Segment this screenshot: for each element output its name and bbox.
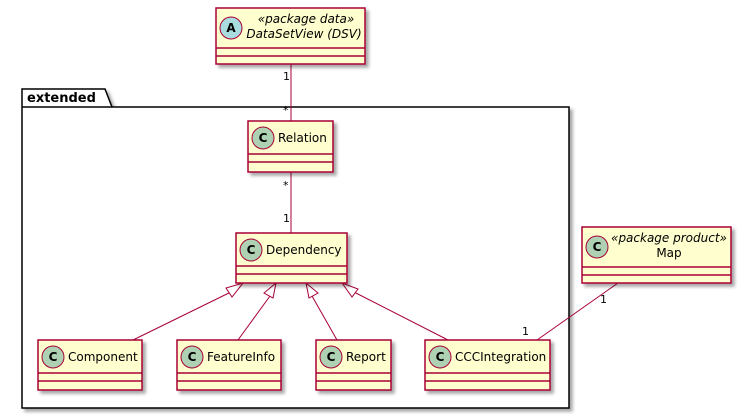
class-stereotype: «package data» xyxy=(258,12,355,26)
svg-text:A: A xyxy=(226,21,236,35)
svg-text:C: C xyxy=(327,350,336,364)
svg-text:C: C xyxy=(259,131,268,145)
generalization-cccintegration xyxy=(340,281,449,341)
class-featureinfo[interactable]: C FeatureInfo xyxy=(176,339,282,391)
association-dsv-relation: 1 * xyxy=(283,64,292,121)
svg-text:C: C xyxy=(188,350,197,364)
class-icon xyxy=(251,126,275,150)
class-icon xyxy=(180,345,204,369)
generalization-report xyxy=(305,281,338,341)
class-name: Relation xyxy=(278,131,327,145)
class-dataset-view[interactable]: A «package data» DataSetView (DSV) xyxy=(215,7,366,65)
class-icon xyxy=(428,345,452,369)
generalization-component xyxy=(132,282,245,341)
generalization-featureinfo xyxy=(237,281,277,341)
abstract-class-icon xyxy=(219,16,243,40)
class-icon xyxy=(319,345,343,369)
class-icon xyxy=(239,238,263,262)
svg-text:C: C xyxy=(593,240,602,254)
class-name: CCCIntegration xyxy=(455,350,546,364)
class-stereotype: «package product» xyxy=(611,231,727,245)
class-name: Component xyxy=(68,350,138,364)
association-map-ccc: 1 1 xyxy=(522,282,619,341)
package-title: extended xyxy=(27,91,96,106)
class-name: DataSetView (DSV) xyxy=(246,27,361,41)
multiplicity-ccc-side: 1 xyxy=(522,325,529,338)
multiplicity-map-side: 1 xyxy=(600,293,607,306)
class-map[interactable]: C «package product» Map xyxy=(581,226,732,284)
class-component[interactable]: C Component xyxy=(37,339,143,391)
class-dependency[interactable]: C Dependency xyxy=(235,232,348,284)
class-cccintegration[interactable]: C CCCIntegration xyxy=(424,339,551,391)
svg-text:C: C xyxy=(49,350,58,364)
class-icon xyxy=(585,235,609,259)
multiplicity-relation-side-2: * xyxy=(283,179,289,192)
class-report[interactable]: C Report xyxy=(315,339,392,391)
class-icon xyxy=(41,345,65,369)
class-name: FeatureInfo xyxy=(207,350,275,364)
multiplicity-dsv-side: 1 xyxy=(283,70,290,83)
class-name: Dependency xyxy=(266,243,342,257)
multiplicity-dependency-side: 1 xyxy=(283,212,290,225)
svg-text:C: C xyxy=(247,243,256,257)
class-name: Report xyxy=(346,350,386,364)
svg-text:C: C xyxy=(436,350,445,364)
association-relation-dependency: * 1 xyxy=(283,172,292,233)
multiplicity-relation-side: * xyxy=(283,104,289,117)
class-name: Map xyxy=(656,246,681,260)
class-relation[interactable]: C Relation xyxy=(247,120,334,173)
